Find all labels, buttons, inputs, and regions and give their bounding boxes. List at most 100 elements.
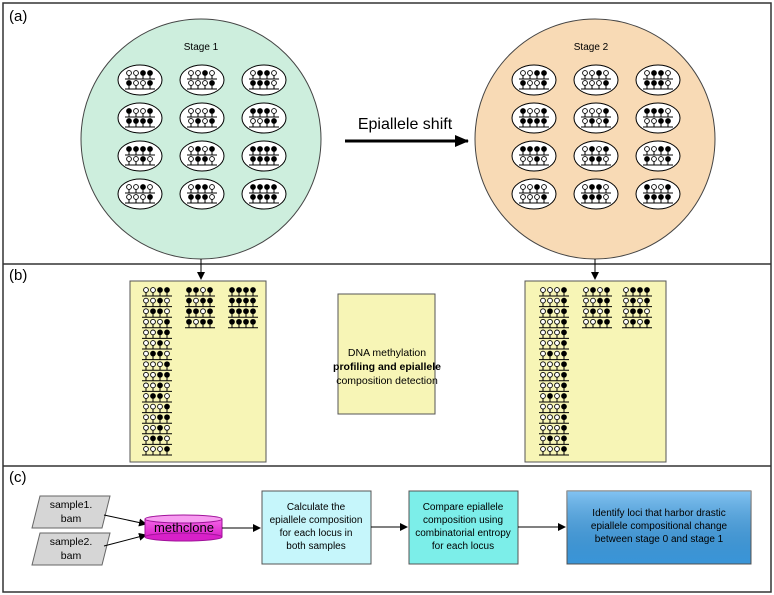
epiallele-row <box>519 184 549 194</box>
profiling-line2: profiling and epiallele <box>333 361 441 373</box>
step3-line1: Identify loci that harbor drastic <box>592 508 726 519</box>
cell <box>241 64 287 96</box>
epiallele-row <box>643 108 673 118</box>
epiallele-row <box>249 108 279 118</box>
cell <box>179 140 225 172</box>
epiallele-row <box>249 80 279 90</box>
epiallele-row <box>142 297 172 308</box>
epiallele-row <box>228 287 258 297</box>
stage1-title: Stage 1 <box>183 42 219 53</box>
epiallele-row <box>539 340 569 350</box>
cell <box>241 140 287 172</box>
cell <box>179 64 225 96</box>
epiallele-row <box>142 350 172 361</box>
epiallele-row <box>539 318 569 329</box>
epiallele-row <box>142 424 172 435</box>
cell <box>635 64 681 96</box>
methylation-profiling-box <box>337 293 436 415</box>
panel-c-label: (c) <box>9 469 27 486</box>
epiallele-row <box>539 446 569 456</box>
epiallele-row <box>187 184 217 194</box>
cell <box>117 140 163 172</box>
cell <box>511 64 557 96</box>
epiallele-row <box>228 318 258 329</box>
epiallele-row <box>187 80 217 90</box>
sample2-to-methclone-arrow <box>103 532 147 547</box>
stage2-circle <box>474 18 716 260</box>
epiallele-row <box>228 308 258 318</box>
epiallele-row <box>519 108 549 118</box>
epiallele-row <box>519 70 549 80</box>
cell <box>511 178 557 210</box>
step2-line4: for each locus <box>431 541 495 552</box>
stage2-title: Stage 2 <box>573 42 609 53</box>
epiallele-row <box>539 308 569 318</box>
epiallele-row <box>581 146 611 156</box>
cell <box>573 64 619 96</box>
stage1-circle <box>80 18 322 260</box>
sample1-to-methclone-arrow <box>103 514 147 527</box>
cell <box>573 102 619 134</box>
epiallele-row <box>142 382 172 392</box>
step1-line2: epiallele composition <box>269 515 363 526</box>
epiallele-row <box>185 297 215 308</box>
epiallele-row <box>519 194 549 204</box>
step2-box <box>408 490 519 565</box>
stage1-epiallele-box <box>129 280 267 463</box>
epiallele-row <box>581 156 611 166</box>
epiallele-row <box>539 403 569 414</box>
cell <box>635 178 681 210</box>
cell <box>179 102 225 134</box>
panel-a-label: (a) <box>9 8 28 25</box>
epiallele-row <box>519 118 549 128</box>
panel-b-label: (b) <box>9 267 28 284</box>
step1-line1: Calculate the <box>286 502 346 513</box>
epiallele-row <box>187 118 217 128</box>
epiallele-row <box>125 70 155 80</box>
epiallele-row <box>582 308 612 318</box>
epiallele-row <box>228 297 258 308</box>
sample2-line2: bam <box>60 550 82 562</box>
epiallele-row <box>185 308 215 318</box>
epiallele-row <box>643 118 673 128</box>
epiallele-row <box>519 156 549 166</box>
sample1-line1: sample1. <box>49 499 93 511</box>
stage1-cell-group <box>117 64 287 210</box>
stage1-epiallele-list <box>142 287 258 456</box>
epiallele-row <box>539 350 569 361</box>
epiallele-row <box>142 329 172 339</box>
epiallele-row <box>142 361 172 371</box>
cell <box>635 140 681 172</box>
epiallele-row <box>125 156 155 166</box>
epiallele-row <box>581 80 611 90</box>
epiallele-row <box>622 287 652 297</box>
step3-box-shade <box>567 491 751 564</box>
epiallele-row <box>185 318 215 329</box>
epiallele-row <box>125 118 155 128</box>
cell <box>117 178 163 210</box>
epiallele-row <box>142 446 172 456</box>
cell <box>511 102 557 134</box>
epiallele-row <box>249 156 279 166</box>
epiallele-row <box>622 318 652 329</box>
epiallele-row <box>581 184 611 194</box>
cell <box>117 102 163 134</box>
step2-line3: combinatorial entropy <box>415 528 511 539</box>
step3-line2: epiallele compositional change <box>590 521 728 532</box>
epiallele-row <box>142 340 172 350</box>
epiallele-row <box>125 184 155 194</box>
epiallele-row <box>142 318 172 329</box>
cell <box>179 178 225 210</box>
epiallele-row <box>622 308 652 318</box>
epiallele-row <box>125 108 155 118</box>
step2-line2: composition using <box>422 515 504 526</box>
epiallele-row <box>643 194 673 204</box>
epiallele-row <box>187 194 217 204</box>
epiallele-row <box>187 156 217 166</box>
sample2-line1: sample2. <box>49 536 93 548</box>
epiallele-row <box>125 80 155 90</box>
cell <box>573 178 619 210</box>
cell <box>241 102 287 134</box>
epiallele-shift-label: Epiallele shift <box>357 116 453 133</box>
epiallele-row <box>249 194 279 204</box>
